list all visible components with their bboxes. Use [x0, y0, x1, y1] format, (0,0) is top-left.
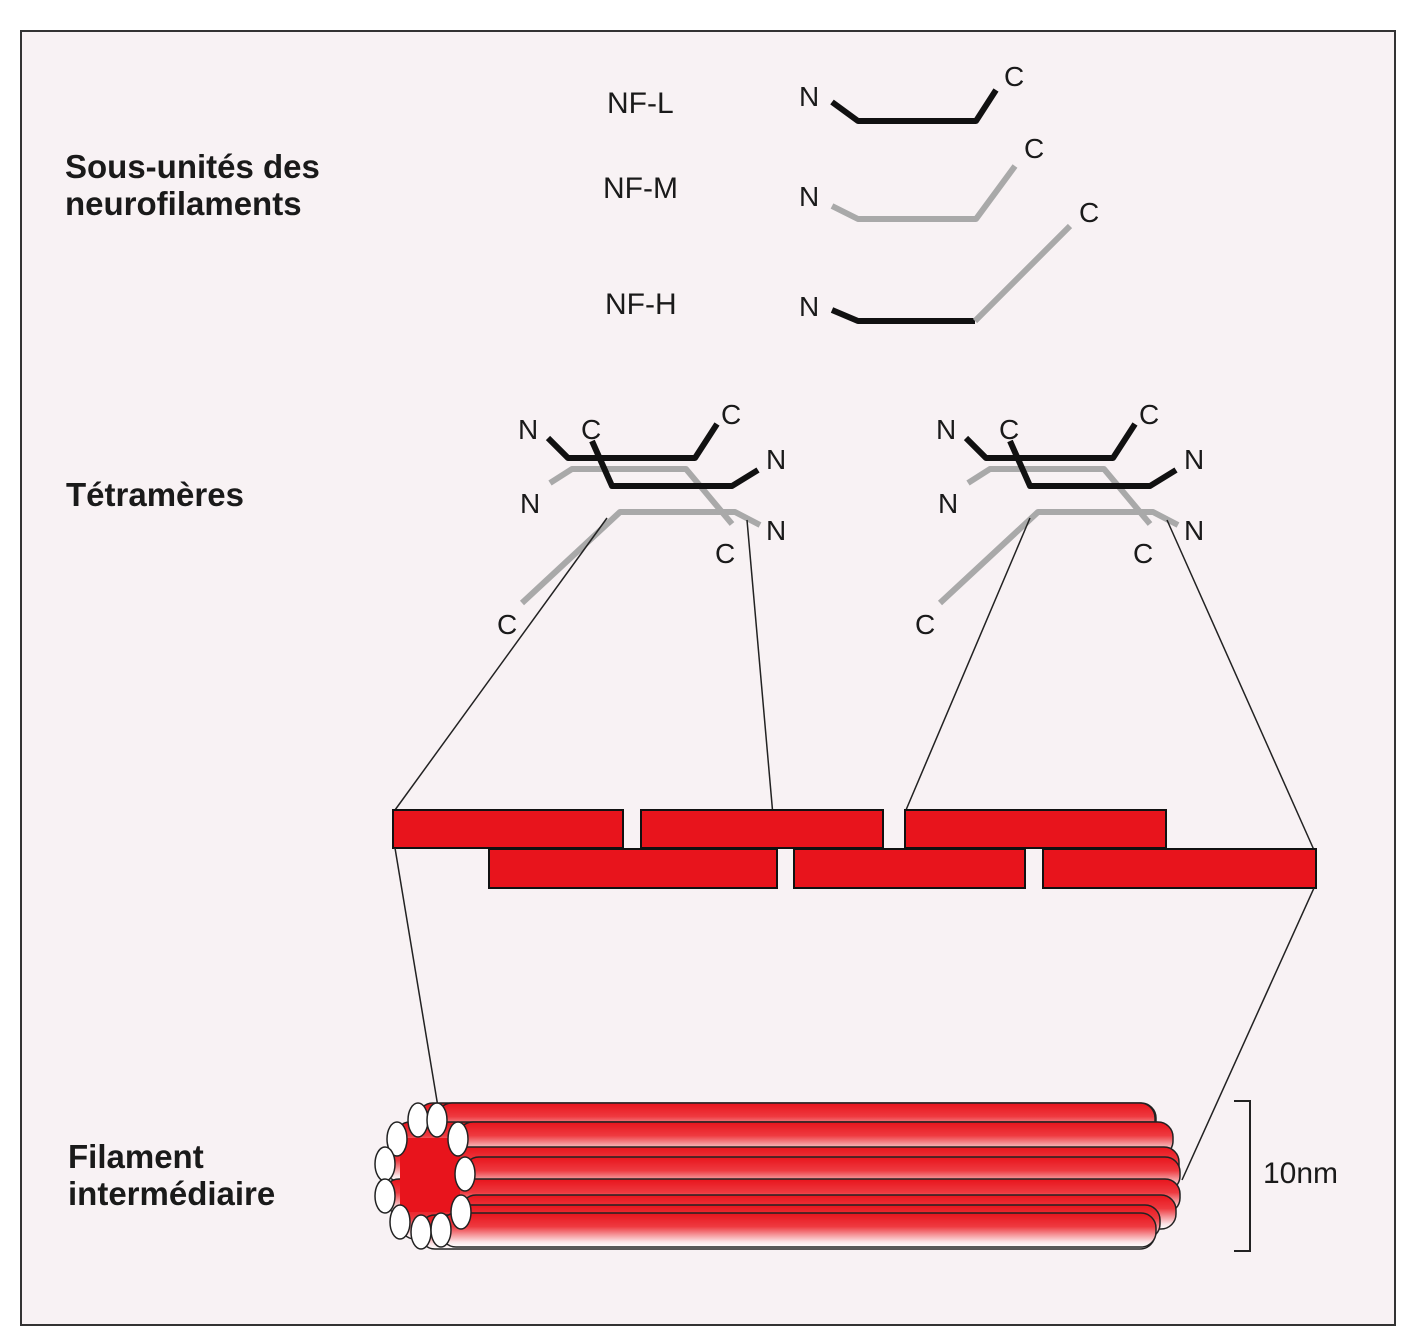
tetramer-left-n-4: N [766, 515, 786, 546]
protofilament [392, 809, 1317, 889]
tube-end [430, 1212, 452, 1248]
nfl-n-terminal: N [799, 81, 819, 112]
nfh-chain-grey [972, 223, 1073, 324]
protofilament-brick [904, 809, 1167, 849]
tetramer-right-black-chain-top [963, 422, 1138, 461]
section-title-subunits-1: Sous-unités des [65, 148, 320, 185]
tube-end [374, 1146, 396, 1182]
tetramer-left-c-1: C [581, 414, 601, 445]
nfm-n-terminal: N [799, 181, 819, 212]
tetramer-right-n-4: N [1184, 515, 1204, 546]
projection-line [394, 517, 608, 811]
protofilament-brick [392, 809, 624, 849]
projection-line [1166, 519, 1315, 851]
tube-end [389, 1204, 411, 1240]
section-title-filament-2: intermédiaire [68, 1175, 275, 1212]
projection-line [394, 847, 439, 1108]
scale-label: 10nm [1263, 1157, 1338, 1190]
tube-end [407, 1102, 429, 1138]
projection-lines-upper [394, 517, 1315, 851]
subunit-name-nfm: NF-M [603, 172, 678, 205]
projection-lines-lower [394, 847, 1315, 1181]
protofilament-brick [793, 848, 1026, 889]
subunit-name-nfh: NF-H [605, 288, 677, 321]
nfm-c-terminal: C [1024, 133, 1044, 164]
intermediate-filament [374, 1102, 1181, 1250]
section-title-subunits-2: neurofilaments [65, 185, 302, 222]
scale-bracket [1234, 1100, 1251, 1252]
tetramer-right-c-1: C [999, 414, 1019, 445]
filament-tubes [383, 1102, 1181, 1250]
tube-end [410, 1214, 432, 1250]
tetramer-left-black-chain-top [545, 422, 720, 461]
tetramer-left-grey-chain-front [519, 509, 762, 606]
nfh-c-terminal: C [1079, 197, 1099, 228]
protofilament-brick [640, 809, 884, 849]
tetramer-left-c-2: C [721, 399, 741, 430]
tetramer-left-n-2: N [766, 444, 786, 475]
projection-line [905, 517, 1031, 811]
tetramer-right-c-2: C [1139, 399, 1159, 430]
tetramer-left: N C C N N N C C [497, 399, 786, 640]
tube-end [450, 1194, 472, 1230]
tetramer-right-n-3: N [938, 488, 958, 519]
section-title-tetramers: Tétramères [66, 476, 244, 513]
tetramer-left-c-4: C [497, 609, 517, 640]
projection-line [746, 519, 777, 851]
tetramer-left-grey-chain-back [548, 466, 735, 526]
filament-tube [440, 1212, 1157, 1248]
section-title-filament-1: Filament [68, 1138, 204, 1175]
tetramer-right-n-1: N [936, 414, 956, 445]
protofilament-brick [1042, 848, 1317, 889]
tetramer-left-c-3: C [715, 538, 735, 569]
tetramer-right-c-4: C [915, 609, 935, 640]
tetramer-right-black-chain-bottom [1007, 439, 1178, 489]
protofilament-brick [488, 848, 778, 889]
nfl-c-terminal: C [1004, 61, 1024, 92]
tetramer-left-n-3: N [520, 488, 540, 519]
tetramer-left-black-chain-bottom [589, 439, 760, 489]
projection-line [1181, 887, 1315, 1181]
tube-end [374, 1178, 396, 1214]
subunit-name-nfl: NF-L [607, 87, 674, 120]
filament-tube-ends [374, 1102, 476, 1250]
tube-end [386, 1121, 408, 1157]
nfh-n-terminal: N [799, 291, 819, 322]
tube-end [447, 1121, 469, 1157]
tube-end [454, 1156, 476, 1192]
nfh-chain-black [830, 307, 975, 324]
tetramer-right-c-3: C [1133, 538, 1153, 569]
tetramer-right-n-2: N [1184, 444, 1204, 475]
tetramer-left-n-1: N [518, 414, 538, 445]
tetramer-right-grey-chain-front [937, 509, 1180, 606]
tetramer-right: N C C N N N C C [915, 399, 1204, 640]
tetramer-right-grey-chain-back [966, 466, 1153, 526]
tube-end [426, 1102, 448, 1138]
nfm-chain [830, 164, 1018, 222]
nfl-chain [830, 88, 999, 124]
